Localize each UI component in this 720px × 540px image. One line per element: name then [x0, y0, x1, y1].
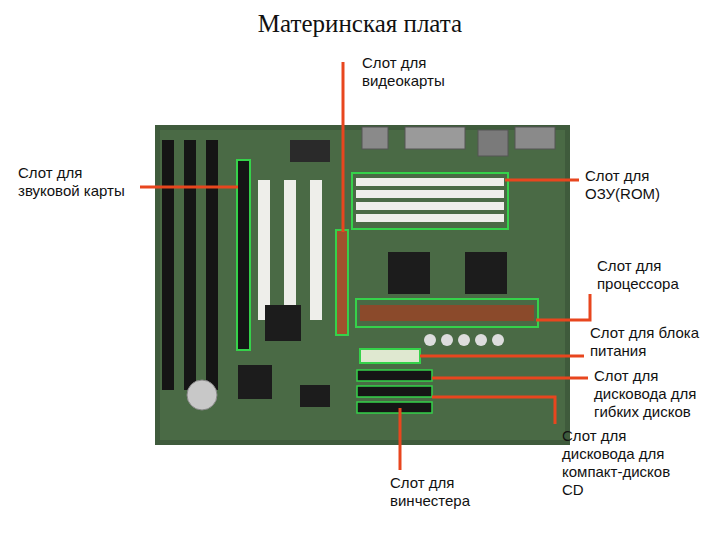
slot-label: Слот для блока питания — [590, 324, 712, 360]
slot-label: Слот для видеокарты — [362, 54, 472, 90]
diagram-title: Материнская плата — [0, 10, 720, 38]
slot-label: Слот для ОЗУ(ROM) — [585, 167, 685, 203]
slot-label: Слот для звуковой карты — [18, 164, 136, 200]
slot-label: Слот для винчестера — [390, 474, 500, 510]
slot-label: Слот для дисковода для гибких дисков — [594, 367, 714, 421]
slot-label: Слот для дисковода для компакт-дисков CD — [562, 427, 686, 499]
slot-label: Слот для процессора — [597, 257, 697, 293]
